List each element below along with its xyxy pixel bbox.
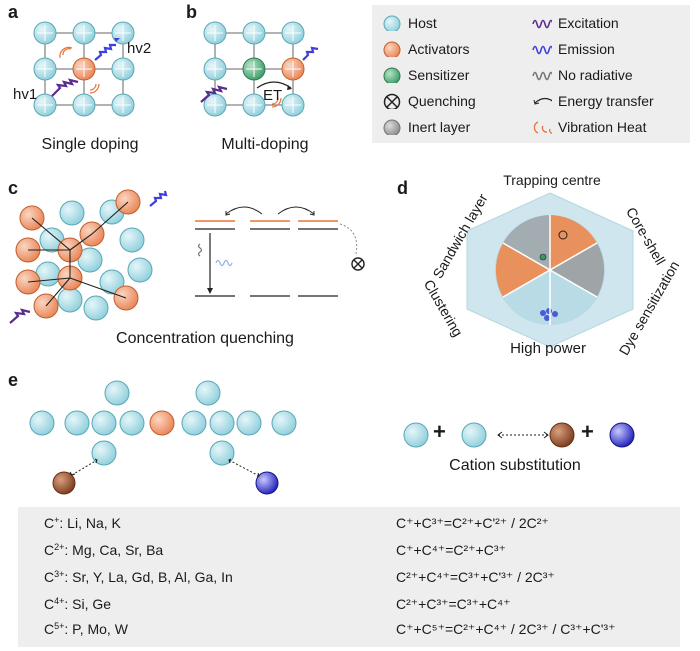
nonradiative-wave-icon	[532, 71, 552, 81]
legend-label-host: Host	[408, 15, 437, 31]
legend-item-energy-transfer: Energy transfer	[532, 93, 654, 109]
host-circle-icon	[383, 15, 401, 31]
legend-label-vibration-heat: Vibration Heat	[558, 119, 647, 135]
panel-a-label: a	[8, 2, 19, 22]
panel-c-label: c	[8, 178, 19, 198]
legend-label-emission: Emission	[558, 41, 615, 57]
table-row-left-2: C2+: Mg, Ca, Sr, Ba	[44, 542, 164, 558]
panel-e-caption: Cation substitution	[449, 457, 581, 474]
legend-item-activators: Activators	[382, 41, 469, 57]
panel-b-label: b	[186, 2, 197, 22]
substitution-table: C+: Li, Na, K C2+: Mg, Ca, Sr, Ba C3+: S…	[18, 507, 680, 647]
panel-a-lattice	[33, 21, 135, 117]
plus-sign-2: +	[581, 419, 594, 444]
legend-box: Host Activators Sensitizer Quenching Ine…	[372, 5, 690, 143]
legend-label-nonradiative: No radiative	[558, 67, 633, 83]
panel-b-et-label: ET	[263, 87, 283, 104]
legend-label-activators: Activators	[408, 41, 470, 57]
panel-d-label-top: Trapping centre	[503, 172, 601, 188]
table-row-right-1: C⁺+C³⁺=C²⁺+C'²⁺ / 2C²⁺	[396, 515, 549, 531]
legend-item-excitation: Excitation	[532, 15, 619, 31]
panel-d-label: d	[397, 178, 408, 198]
excitation-wave-icon	[532, 19, 552, 29]
inert-layer-icon	[383, 119, 401, 135]
legend-item-inert: Inert layer	[382, 119, 470, 135]
legend-item-nonradiative: No radiative	[532, 67, 633, 83]
table-row-left-3: C3+: Sr, Y, La, Gd, B, Al, Ga, In	[44, 569, 233, 585]
legend-item-emission: Emission	[532, 41, 615, 57]
panel-c-caption: Concentration quenching	[116, 330, 294, 347]
table-row-right-4: C²⁺+C³⁺=C³⁺+C⁴⁺	[396, 596, 511, 612]
plus-sign-1: +	[433, 419, 446, 444]
activator-circle-icon	[383, 41, 401, 57]
table-row-left-1: C+: Li, Na, K	[44, 515, 121, 531]
panel-d-hexagon	[466, 192, 634, 348]
emission-wave-icon	[532, 45, 552, 55]
panel-b-caption: Multi-doping	[221, 136, 309, 153]
legend-item-quenching: Quenching	[382, 93, 476, 109]
sensitizer-circle-icon	[383, 67, 401, 83]
panel-e-label: e	[8, 370, 19, 390]
cation-substitution-diagram	[403, 422, 635, 448]
panel-c-cluster	[9, 189, 365, 324]
table-row-left-4: C4+: Si, Ge	[44, 596, 112, 612]
legend-item-host: Host	[382, 15, 437, 31]
panel-b-lattice	[200, 21, 319, 117]
panel-d-label-bottom: High power	[510, 340, 586, 357]
table-row-right-2: C⁺+C⁴⁺=C²⁺+C³⁺	[396, 542, 506, 558]
panel-a-caption: Single doping	[41, 136, 139, 153]
panel-a-hv2: hv2	[127, 40, 152, 57]
panel-a-hv1: hv1	[13, 86, 38, 103]
legend-label-quenching: Quenching	[408, 93, 476, 109]
energy-transfer-arrow-icon	[533, 97, 552, 105]
table-row-right-3: C²⁺+C⁴⁺=C³⁺+C'³⁺ / 2C³⁺	[396, 569, 555, 585]
legend-item-vibration-heat: Vibration Heat	[532, 119, 646, 135]
legend-label-sensitizer: Sensitizer	[408, 67, 470, 83]
legend-label-excitation: Excitation	[558, 15, 619, 31]
legend-label-inert: Inert layer	[408, 119, 471, 135]
table-row-right-5: C⁺+C⁵⁺=C²⁺+C⁴⁺ / 2C³⁺ / C³⁺+C'³⁺	[396, 621, 616, 637]
quenching-icon	[383, 93, 401, 109]
legend-item-sensitizer: Sensitizer	[382, 67, 469, 83]
vibration-heat-icon	[533, 121, 552, 134]
panel-e-lattice	[29, 380, 297, 495]
legend-label-energy-transfer: Energy transfer	[558, 93, 654, 109]
table-row-left-5: C5+: P, Mo, W	[44, 621, 128, 637]
